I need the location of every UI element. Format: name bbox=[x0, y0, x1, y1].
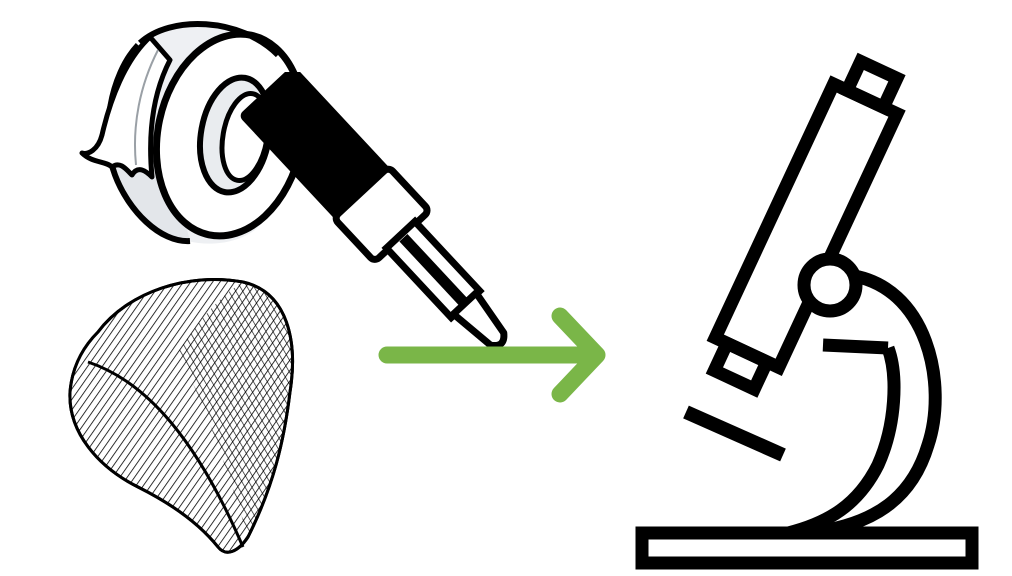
arrow-right-icon bbox=[375, 302, 615, 412]
microscope-icon bbox=[628, 45, 988, 573]
